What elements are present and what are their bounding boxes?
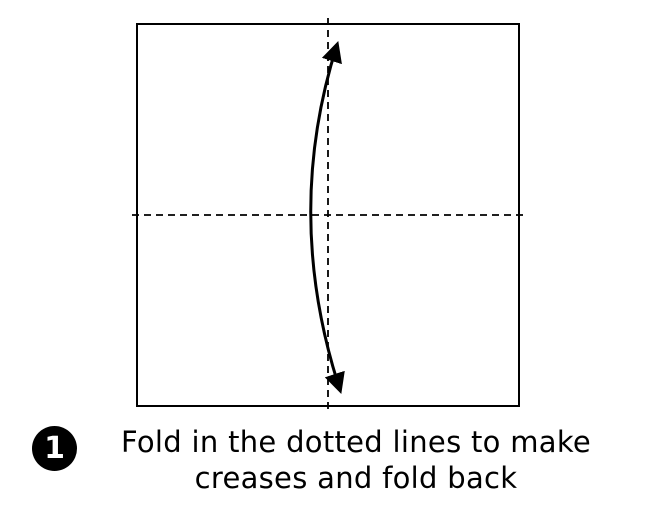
step-number: 1: [44, 430, 65, 466]
instruction-line-2: creases and fold back: [194, 461, 518, 495]
origami-diagram: [132, 18, 524, 412]
instruction-text: Fold in the dotted lines to make creases…: [96, 424, 616, 496]
instruction-line-1: Fold in the dotted lines to make: [120, 425, 592, 459]
fold-arrow-icon: [309, 40, 345, 394]
step-number-badge: 1: [32, 426, 77, 471]
